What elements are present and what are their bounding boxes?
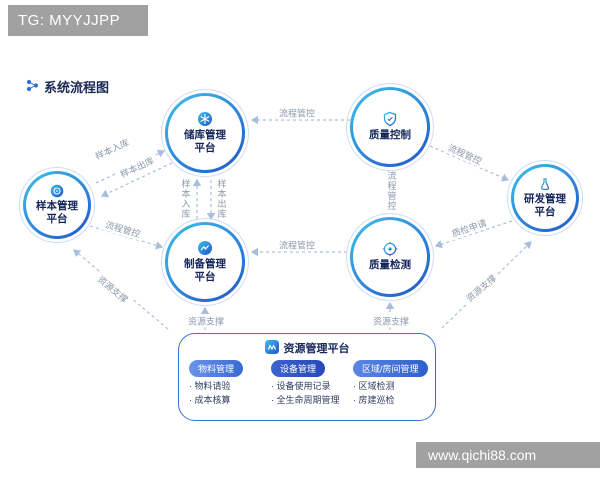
wave-square-icon — [264, 340, 279, 354]
list-item: 物料请验 — [189, 380, 231, 394]
sample-tube-icon — [50, 184, 64, 198]
edge-label-resource-support-3: 资源支撑 — [370, 314, 412, 328]
resource-management-panel: 资源管理平台 物料管理 物料请验 成本核算 设备管理 设备使用记录 全生命周期管… — [178, 333, 436, 421]
list-item: 设备使用记录 — [271, 380, 331, 394]
flask-icon — [538, 177, 552, 191]
watermark-bottom-right: www.qichi88.com — [416, 442, 600, 468]
column-header-pill: 区域/房间管理 — [353, 360, 428, 377]
column-header-pill: 设备管理 — [271, 360, 326, 377]
node-label: 质量控制 — [369, 129, 411, 142]
resource-panel-columns: 物料管理 物料请验 成本核算 设备管理 设备使用记录 全生命周期管理 区域/房间… — [179, 360, 435, 407]
node-quality-control: 质量控制 — [346, 83, 434, 171]
shield-check-icon — [382, 111, 398, 127]
list-item: 成本核算 — [189, 394, 231, 408]
edge-label-sample-in-2: 样本入库 — [179, 177, 193, 221]
resource-panel-title: 资源管理平台 — [283, 343, 350, 355]
page-title: 系统流程图 — [44, 80, 110, 95]
list-item: 全生命周期管理 — [271, 394, 340, 408]
column-material-management: 物料管理 物料请验 成本核算 — [184, 360, 266, 407]
list-item: 区域检测 — [353, 380, 395, 394]
resource-panel-title-row: 资源管理平台 — [179, 340, 435, 356]
node-label: 储库管理 平台 — [184, 128, 226, 154]
edge-label-process-control-4: 流程管控 — [385, 169, 399, 213]
node-label: 样本管理 平台 — [36, 199, 78, 225]
node-sample-management: 样本管理 平台 — [19, 167, 95, 243]
edge-label-sample-out-2: 样本出库 — [215, 177, 229, 221]
node-label: 质量检测 — [369, 259, 411, 272]
target-icon — [382, 241, 398, 257]
edge-label-resource-support-2: 资源支撑 — [185, 314, 227, 328]
watermark-top-left: TG: MYYJJPP — [8, 5, 148, 36]
node-label: 制备管理 平台 — [184, 257, 226, 283]
edge-label-process-control-1: 流程管控 — [276, 106, 318, 120]
flow-nodes-icon — [26, 79, 39, 92]
snowflake-circle-icon — [197, 111, 213, 127]
node-rd-management: 研发管理 平台 — [507, 160, 583, 236]
node-label: 研发管理 平台 — [524, 192, 566, 218]
list-item: 房建巡检 — [353, 394, 395, 408]
column-equipment-management: 设备管理 设备使用记录 全生命周期管理 — [266, 360, 348, 407]
column-area-room-management: 区域/房间管理 区域检测 房建巡检 — [348, 360, 430, 407]
column-header-pill: 物料管理 — [189, 360, 244, 377]
trend-chart-icon — [197, 240, 213, 256]
node-quality-inspection: 质量检测 — [346, 213, 434, 301]
page-title-row: 系统流程图 — [26, 77, 109, 96]
node-storage-management: 储库管理 平台 — [161, 89, 249, 177]
edge-label-process-control-5: 流程管控 — [276, 238, 318, 252]
node-preparation-management: 制备管理 平台 — [161, 218, 249, 306]
